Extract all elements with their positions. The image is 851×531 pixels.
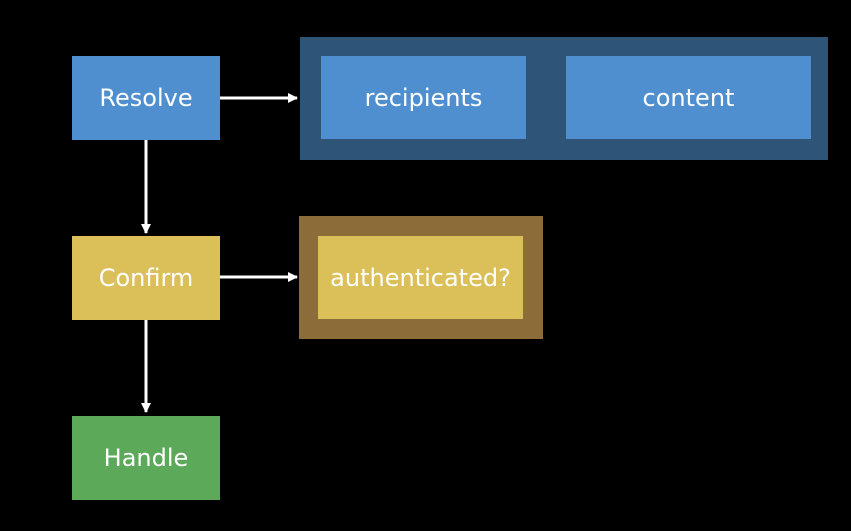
- resolve-step-box: Resolve: [72, 56, 220, 140]
- recipients-box: recipients: [321, 56, 526, 139]
- authenticated-label: authenticated?: [330, 263, 511, 292]
- handle-step-box: Handle: [72, 416, 220, 500]
- content-box: content: [566, 56, 811, 139]
- content-label: content: [642, 83, 735, 112]
- resolve-step-label: Resolve: [99, 84, 193, 112]
- confirm-step-box: Confirm: [72, 236, 220, 320]
- recipients-label: recipients: [364, 83, 483, 112]
- authenticated-box: authenticated?: [318, 236, 523, 319]
- confirm-step-label: Confirm: [98, 264, 194, 292]
- handle-step-label: Handle: [103, 444, 189, 472]
